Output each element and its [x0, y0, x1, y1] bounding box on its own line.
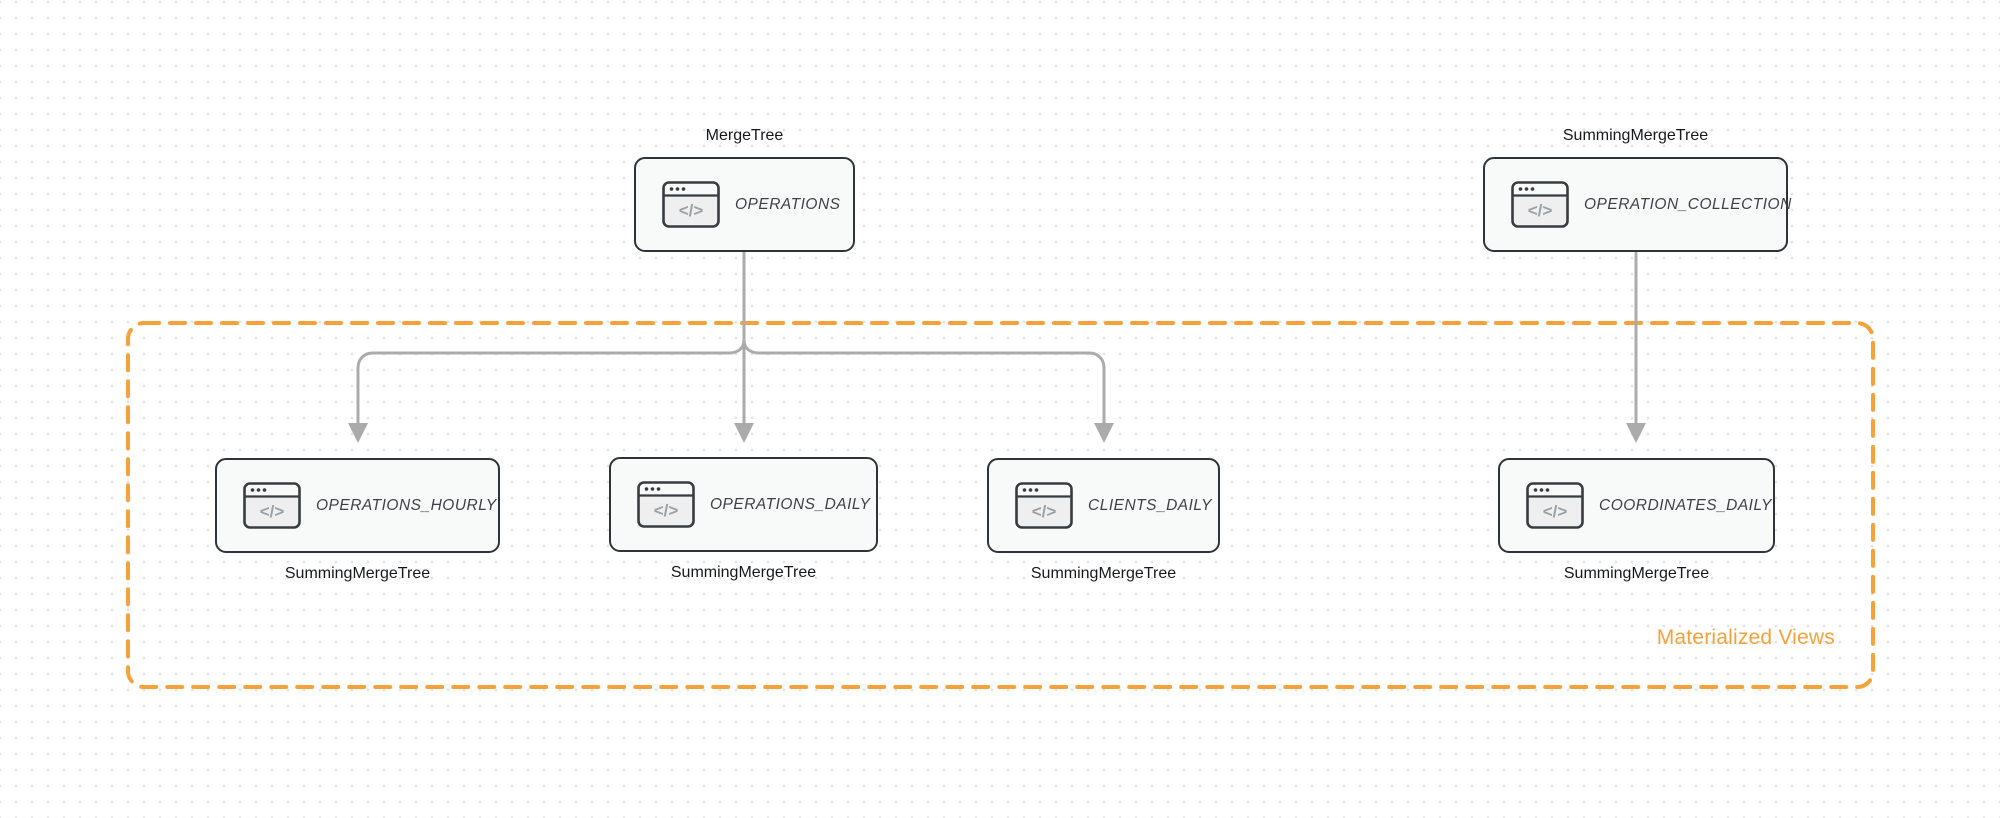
engine-label: SummingMergeTree	[1030, 565, 1177, 582]
node-box[interactable]: </> COORDINATES_DAILY	[1498, 458, 1775, 553]
node-coordinates-daily[interactable]: </> COORDINATES_DAILY SummingMergeTree	[1498, 458, 1775, 585]
edge-operations-to-operations-hourly	[356, 338, 746, 426]
edge-lines	[356, 251, 1638, 426]
materialized-views-label: Materialized Views	[1656, 626, 1835, 649]
code-window-icon: </>	[1511, 181, 1569, 228]
engine-label: SummingMergeTree	[1563, 565, 1710, 582]
code-window-icon: </>	[1526, 482, 1584, 529]
node-operations[interactable]: MergeTree </> OPERATIONS	[634, 125, 855, 252]
arrowhead-icon	[1094, 423, 1114, 443]
svg-text:</>: </>	[1032, 502, 1057, 521]
node-clients-daily[interactable]: </> CLIENTS_DAILY SummingMergeTree	[987, 458, 1220, 585]
svg-text:</>: </>	[654, 501, 679, 520]
node-box[interactable]: </> OPERATION_COLLECTION	[1483, 157, 1791, 252]
engine-label: SummingMergeTree	[670, 564, 817, 581]
arrowhead-icon	[734, 423, 754, 443]
svg-text:</>: </>	[260, 502, 285, 521]
arrowhead-icon	[1626, 423, 1646, 443]
node-operations-hourly[interactable]: </> OPERATIONS_HOURLY SummingMergeTree	[215, 458, 500, 585]
node-label: OPERATIONS_DAILY	[710, 495, 871, 513]
code-window-icon: </>	[243, 482, 301, 529]
node-box[interactable]: </> OPERATIONS	[634, 157, 855, 252]
edge-operations-to-clients-daily	[742, 338, 1106, 426]
arrow-heads	[348, 423, 1646, 443]
node-operations-daily[interactable]: </> OPERATIONS_DAILY SummingMergeTree	[609, 457, 878, 584]
node-box[interactable]: </> CLIENTS_DAILY	[987, 458, 1220, 553]
node-label: CLIENTS_DAILY	[1088, 496, 1212, 514]
arrowhead-icon	[348, 423, 368, 443]
engine-label: SummingMergeTree	[284, 565, 431, 582]
svg-text:</>: </>	[1543, 502, 1568, 521]
engine-label: MergeTree	[705, 127, 784, 144]
node-box[interactable]: </> OPERATIONS_DAILY	[609, 457, 878, 552]
node-box[interactable]: </> OPERATIONS_HOURLY	[215, 458, 500, 553]
node-label: COORDINATES_DAILY	[1599, 496, 1773, 514]
svg-text:</>: </>	[1528, 201, 1553, 220]
engine-label: SummingMergeTree	[1562, 127, 1709, 144]
code-window-icon: </>	[637, 481, 695, 528]
svg-text:</>: </>	[679, 201, 704, 220]
node-operation-collection[interactable]: SummingMergeTree </> OPERATION_COLLECTIO…	[1483, 125, 1791, 252]
node-label: OPERATIONS	[735, 195, 841, 213]
code-window-icon: </>	[1015, 482, 1073, 529]
node-label: OPERATION_COLLECTION	[1584, 195, 1792, 213]
node-label: OPERATIONS_HOURLY	[316, 496, 497, 514]
code-window-icon: </>	[662, 181, 720, 228]
